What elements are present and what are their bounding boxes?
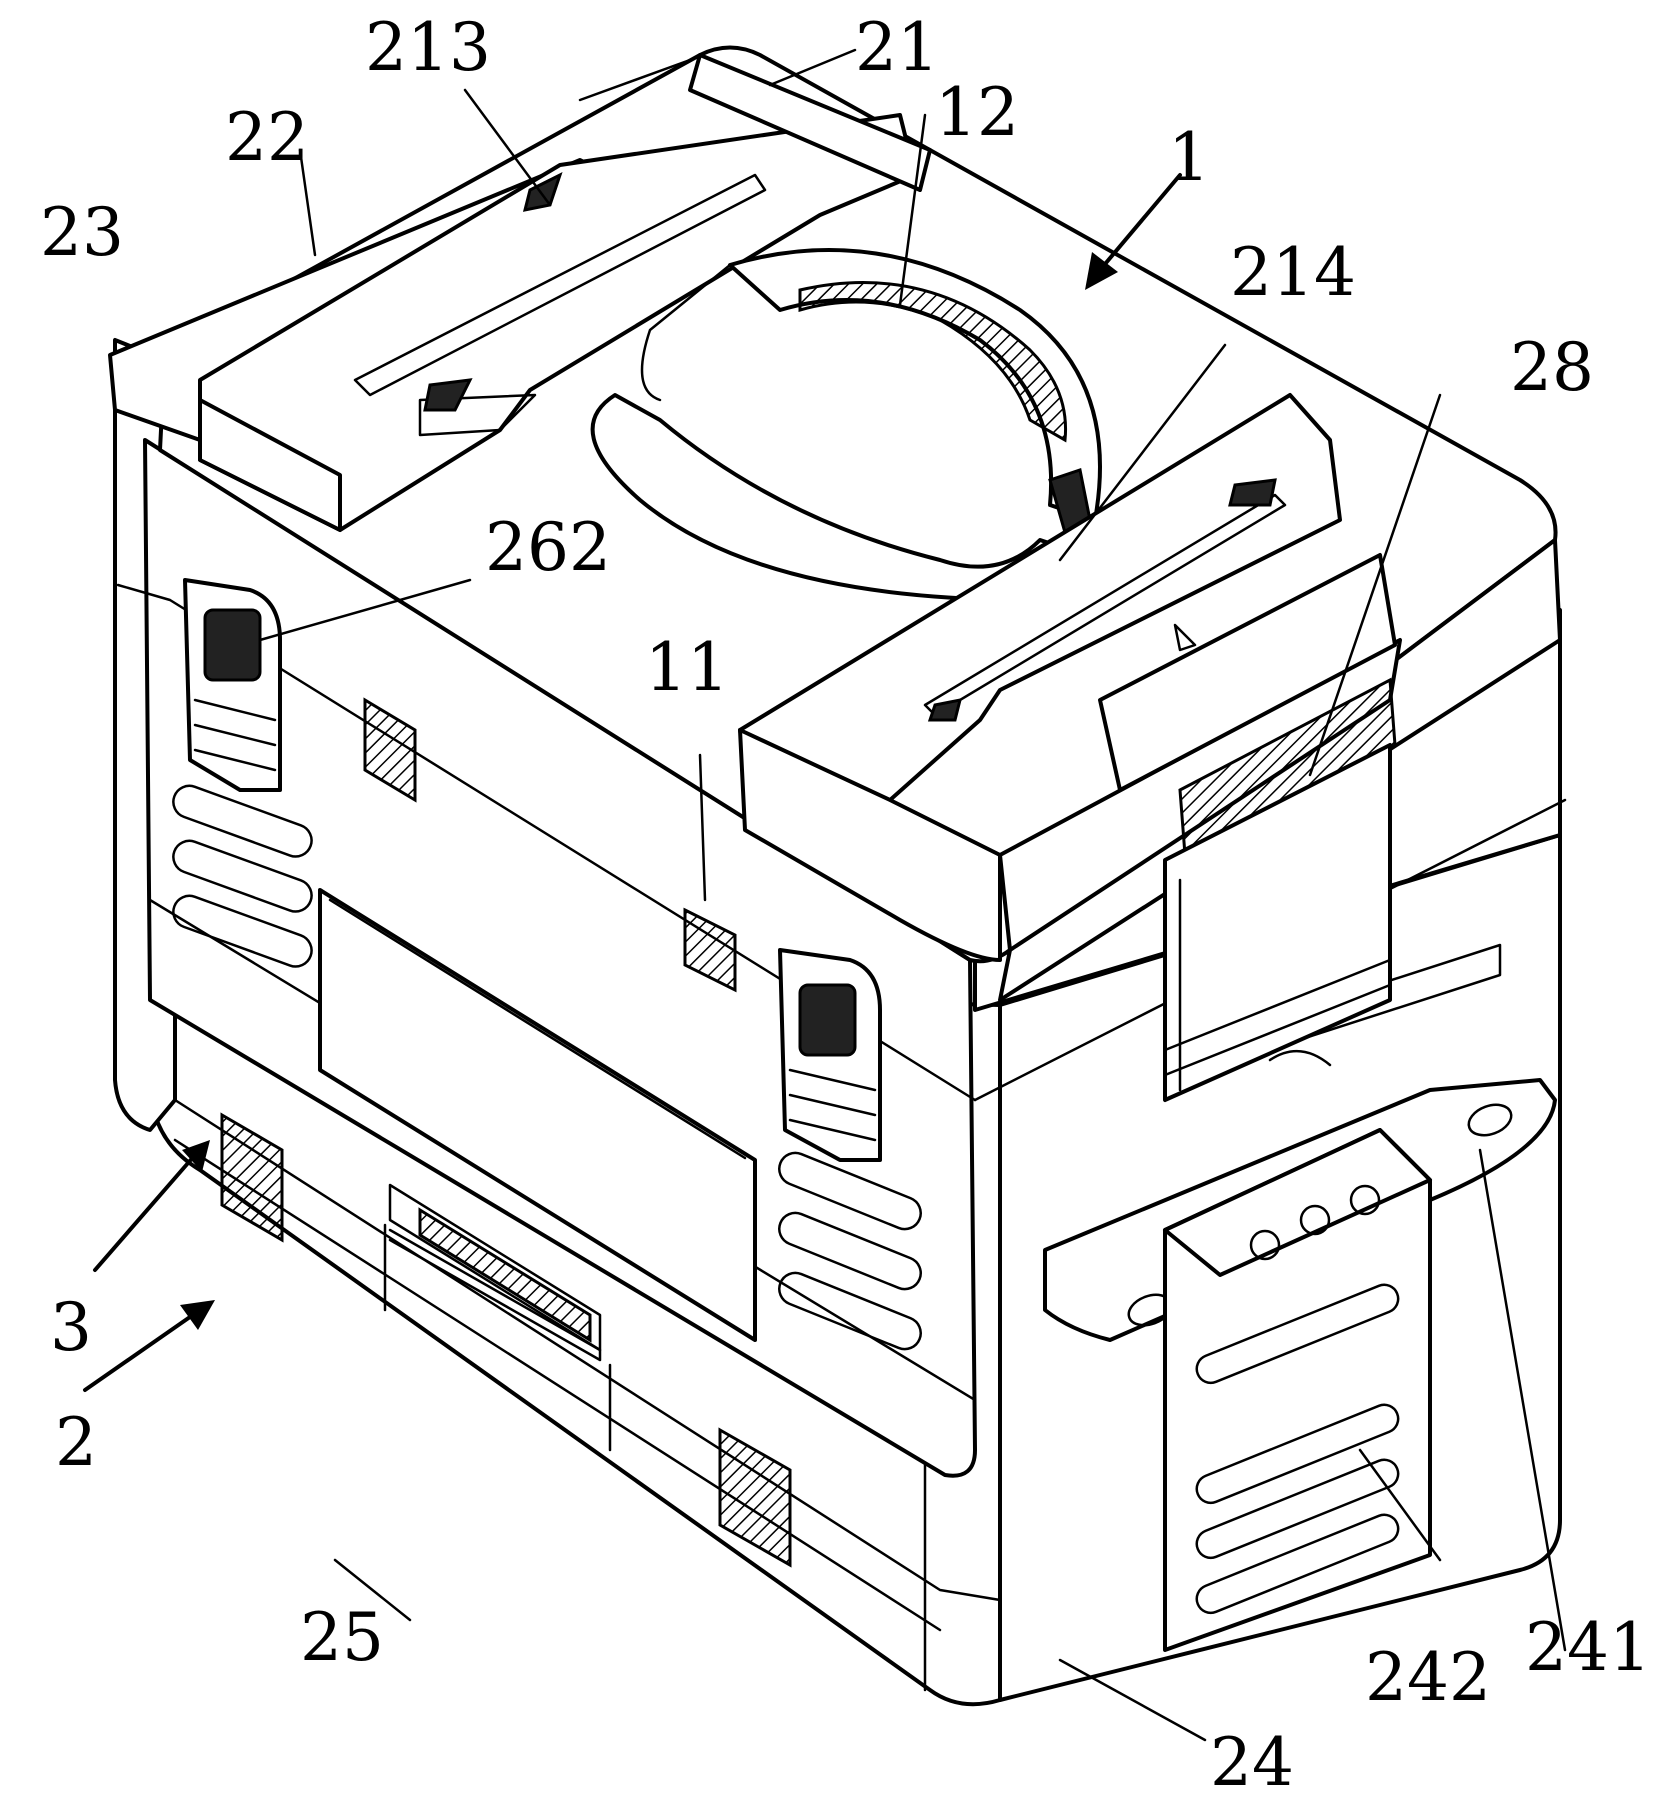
label-25: 25: [300, 1599, 384, 1676]
label-23: 23: [40, 194, 124, 271]
label-3: 3: [50, 1289, 92, 1366]
latch-right: [780, 950, 880, 1160]
label-21: 21: [855, 9, 939, 86]
latch-262: [185, 580, 280, 790]
label-262: 262: [485, 509, 611, 586]
label-22: 22: [225, 99, 309, 176]
label-2: 2: [55, 1404, 97, 1481]
label-242: 242: [1365, 1639, 1491, 1716]
label-11: 11: [645, 629, 729, 706]
label-28: 28: [1510, 329, 1594, 406]
label-214: 214: [1230, 234, 1356, 311]
label-1: 1: [1168, 119, 1210, 196]
label-24: 24: [1210, 1724, 1294, 1800]
label-241: 241: [1525, 1609, 1651, 1686]
label-12: 12: [935, 74, 1019, 151]
label-213: 213: [365, 9, 491, 86]
